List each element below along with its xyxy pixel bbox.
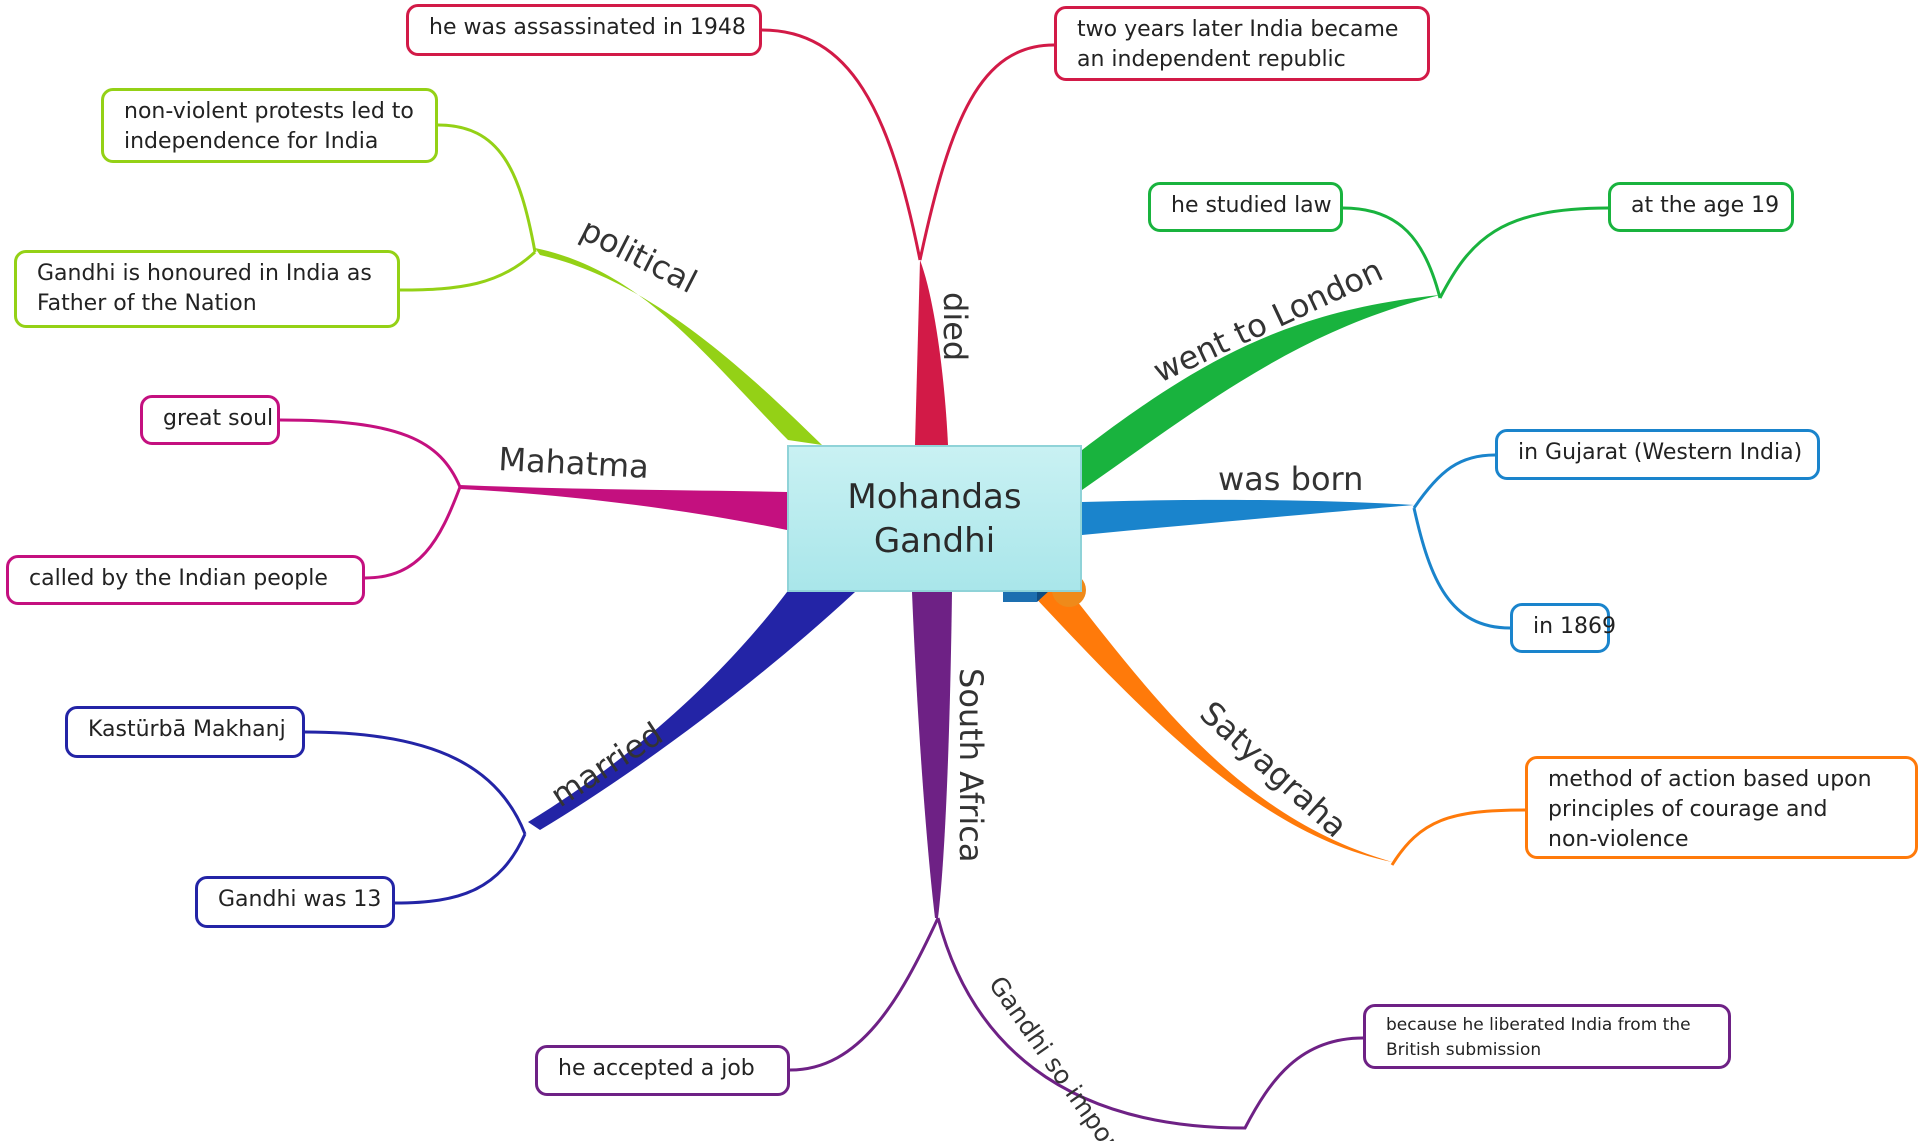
branch-label-political: political	[574, 210, 703, 301]
branch-label-was-born: was born	[1218, 460, 1363, 498]
leaf-independent-republic[interactable]: two years later India became an independ…	[1054, 6, 1430, 81]
leaf-accepted-job[interactable]: he accepted a job	[535, 1045, 790, 1096]
connector-political-1	[437, 123, 537, 253]
branch-label-gandhi-so-important: Gandhi so important	[983, 971, 1154, 1141]
connector-sa-1	[789, 917, 940, 1072]
connector-satyagraha	[1390, 808, 1526, 866]
leaf-kasturba[interactable]: Kastürbā Makhanj	[65, 706, 305, 758]
leaf-called-by-indian-people[interactable]: called by the Indian people	[6, 555, 365, 605]
connector-died-2	[918, 43, 1055, 261]
connector-married-2	[394, 833, 527, 905]
connector-political-2	[399, 250, 537, 292]
leaf-nonviolent-protests[interactable]: non-violent protests led to independence…	[101, 88, 438, 163]
central-topic[interactable]: Mohandas Gandhi	[787, 445, 1082, 592]
leaf-great-soul[interactable]: great soul	[140, 395, 280, 445]
branch-political	[535, 248, 822, 445]
branch-label-south-africa: South Africa	[952, 668, 990, 862]
branch-satyagraha	[1030, 592, 1392, 862]
connector-died-1	[761, 28, 922, 261]
central-topic-label: Mohandas Gandhi	[847, 476, 1022, 561]
leaf-father-of-nation[interactable]: Gandhi is honoured in India as Father of…	[14, 250, 400, 328]
branch-label-mahatma: Mahatma	[498, 440, 650, 486]
leaf-age-19[interactable]: at the age 19	[1608, 182, 1794, 232]
connector-mahatma-2	[364, 486, 462, 580]
branch-mahatma	[460, 485, 787, 530]
branch-died	[915, 260, 948, 445]
leaf-liberated-india[interactable]: because he liberated India from the Brit…	[1363, 1004, 1731, 1069]
connector-london-2	[1438, 206, 1609, 299]
connector-sa-2	[936, 917, 1364, 1130]
branch-was-born	[1082, 499, 1414, 535]
leaf-studied-law[interactable]: he studied law	[1148, 182, 1343, 232]
branch-married	[528, 592, 855, 830]
leaf-1869[interactable]: in 1869	[1510, 603, 1616, 653]
branch-label-died: died	[936, 292, 974, 361]
connector-born-2	[1412, 507, 1511, 630]
connector-mahatma-1	[279, 418, 462, 488]
connector-born-1	[1412, 453, 1496, 509]
leaf-method-of-action[interactable]: method of action based upon principles o…	[1525, 756, 1918, 859]
leaf-gandhi-was-13[interactable]: Gandhi was 13	[195, 876, 395, 928]
branch-label-married: married	[544, 715, 670, 815]
connector-london-1	[1342, 206, 1442, 299]
connector-married-1	[304, 730, 527, 835]
branch-south-africa	[912, 592, 952, 918]
leaf-gujarat[interactable]: in Gujarat (Western India)	[1495, 429, 1820, 480]
leaf-assassinated-1948[interactable]: he was assassinated in 1948	[406, 4, 762, 56]
